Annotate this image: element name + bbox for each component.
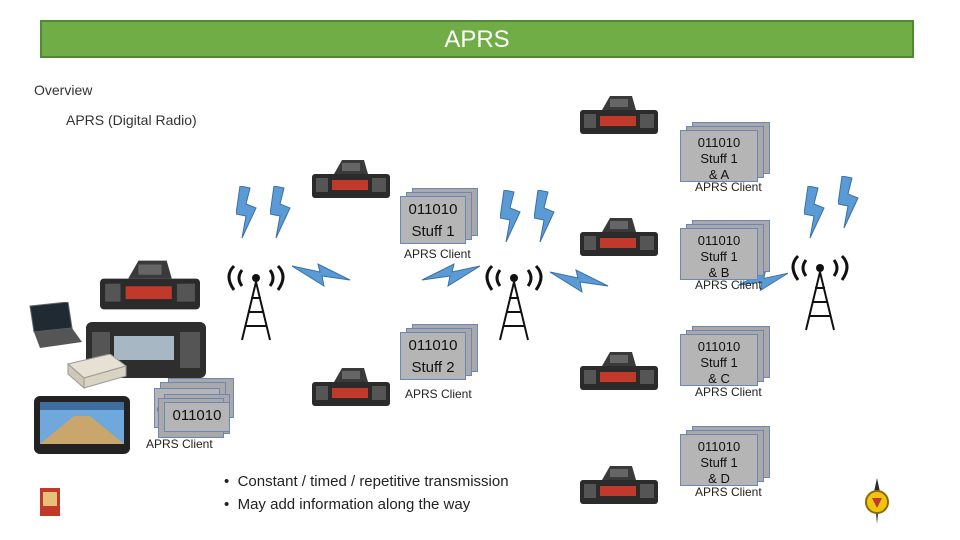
laptop-icon	[29, 302, 82, 348]
bullet-item: • Constant / timed / repetitive transmis…	[224, 473, 509, 490]
client-label: APRS Client	[695, 278, 762, 292]
client-label: APRS Client	[695, 385, 762, 399]
packet-line: Stuff 1	[700, 455, 738, 470]
lightning-icon	[838, 176, 859, 229]
packet-line: Stuff 1	[700, 249, 738, 264]
packet-d: 011010 Stuff 1 & D	[680, 426, 772, 486]
lightning-icon	[236, 186, 257, 239]
radio-icon	[580, 466, 658, 504]
radio-icon	[100, 260, 200, 310]
bullet-list: • Constant / timed / repetitive transmis…	[224, 470, 509, 516]
overview-heading: Overview	[34, 82, 93, 98]
packet-line: & B	[708, 265, 730, 280]
tower-icon	[227, 264, 285, 342]
client-label: APRS Client	[695, 485, 762, 499]
bullet-text: Constant / timed / repetitive transmissi…	[237, 473, 509, 490]
logo-icon	[865, 478, 889, 524]
packet-line: 011010	[408, 201, 458, 218]
packet-line: 011010	[697, 233, 741, 248]
packet-line: 011010	[697, 339, 741, 354]
radio-icon	[580, 352, 658, 390]
tower-icon	[485, 264, 543, 342]
radio-icon	[312, 160, 390, 198]
gps-icon	[34, 396, 130, 454]
packet-line: 011010	[697, 439, 741, 454]
lightning-icon	[500, 190, 521, 243]
packet-line: Stuff 2	[411, 359, 455, 376]
packet-left: 0 011010	[146, 378, 236, 438]
client-label: APRS Client	[405, 387, 472, 401]
packet-line: 011010	[408, 337, 458, 354]
bullet-text: May add information along the way	[237, 496, 471, 513]
bullet-item: • May add information along the way	[224, 496, 471, 513]
packet-line: & D	[708, 471, 730, 486]
lightning-icon	[534, 190, 555, 243]
packet-c: 011010 Stuff 1 & C	[680, 326, 772, 386]
client-label: APRS Client	[404, 247, 471, 261]
lightning-icon	[804, 186, 825, 239]
client-label: APRS Client	[695, 180, 762, 194]
client-label: APRS Client	[146, 437, 213, 451]
lightning-icon	[270, 186, 291, 239]
packet-line: Stuff 1	[700, 151, 738, 166]
packet-line: 011010	[697, 135, 741, 150]
packet-line: & A	[708, 167, 730, 182]
lightning-icon	[292, 263, 351, 288]
packet-line: & C	[708, 371, 730, 386]
radio-icon	[580, 96, 658, 134]
packet-line: 011010	[172, 407, 222, 424]
packet-mid1: 011010 Stuff 1	[400, 188, 480, 244]
logo-icon	[40, 488, 60, 516]
packet-a: 011010 Stuff 1 & A	[680, 122, 772, 182]
slide-title: APRS	[40, 20, 914, 58]
subheading: APRS (Digital Radio)	[66, 112, 197, 128]
lightning-icon	[737, 270, 788, 292]
radio-icon	[312, 368, 390, 406]
radio-icon	[580, 218, 658, 256]
packet-b: 011010 Stuff 1 & B	[680, 220, 772, 280]
packet-line: Stuff 1	[411, 223, 455, 240]
packet-mid2: 011010 Stuff 2	[400, 324, 480, 380]
tower-icon	[791, 254, 849, 332]
lightning-icon	[550, 269, 609, 294]
tnc-icon	[66, 354, 128, 390]
packet-line: Stuff 1	[700, 355, 738, 370]
lightning-icon	[421, 263, 480, 288]
